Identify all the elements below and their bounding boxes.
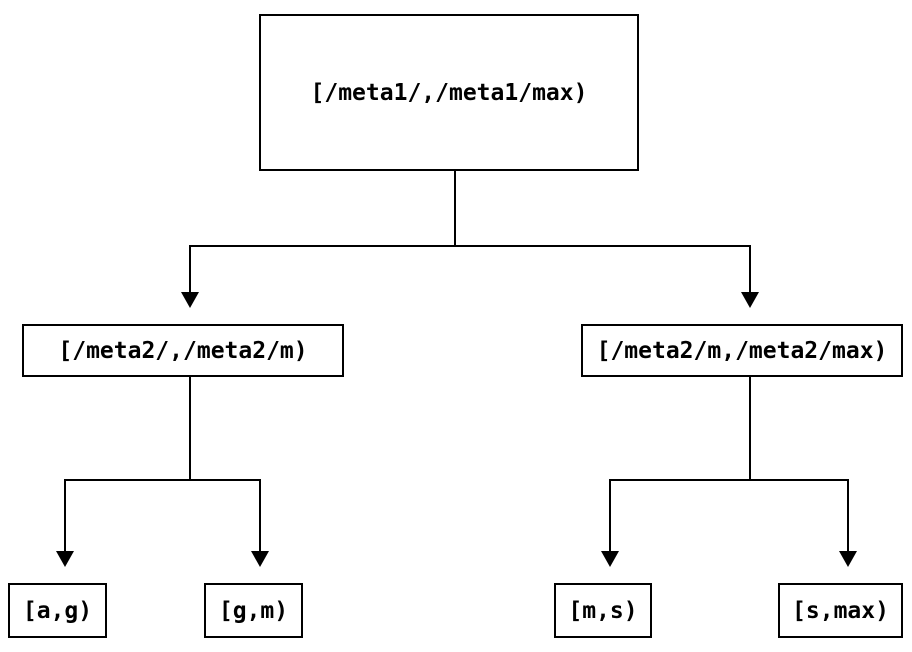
edge-meta2right-horizontal-line	[609, 479, 849, 481]
edge-root-horizontal-line	[189, 245, 751, 247]
node-leaf-g-m: [g,m)	[204, 583, 303, 638]
node-root-interval: [/meta1/,/meta1/max)	[259, 14, 639, 171]
node-leaf-a-g: [a,g)	[8, 583, 107, 638]
arrowhead-down-icon	[251, 551, 269, 567]
edge-meta2left-to-ag-line	[64, 479, 66, 552]
edge-meta2left-to-gm-line	[259, 479, 261, 552]
arrowhead-down-icon	[181, 292, 199, 308]
node-leaf-m-s: [m,s)	[554, 583, 652, 638]
edge-meta2right-to-ms-line	[609, 479, 611, 552]
edge-root-to-left-line	[189, 245, 191, 293]
arrowhead-down-icon	[839, 551, 857, 567]
edge-meta2right-to-smax-line	[847, 479, 849, 552]
edge-meta2left-horizontal-line	[64, 479, 261, 481]
edge-meta2left-trunk-line	[189, 377, 191, 481]
edge-root-to-right-line	[749, 245, 751, 293]
arrowhead-down-icon	[601, 551, 619, 567]
edge-root-trunk-line	[454, 170, 456, 247]
arrowhead-down-icon	[741, 292, 759, 308]
node-meta2-left-interval: [/meta2/,/meta2/m)	[22, 324, 344, 377]
node-meta2-right-interval: [/meta2/m,/meta2/max)	[581, 324, 903, 377]
arrowhead-down-icon	[56, 551, 74, 567]
edge-meta2right-trunk-line	[749, 377, 751, 481]
node-leaf-s-max: [s,max)	[778, 583, 903, 638]
